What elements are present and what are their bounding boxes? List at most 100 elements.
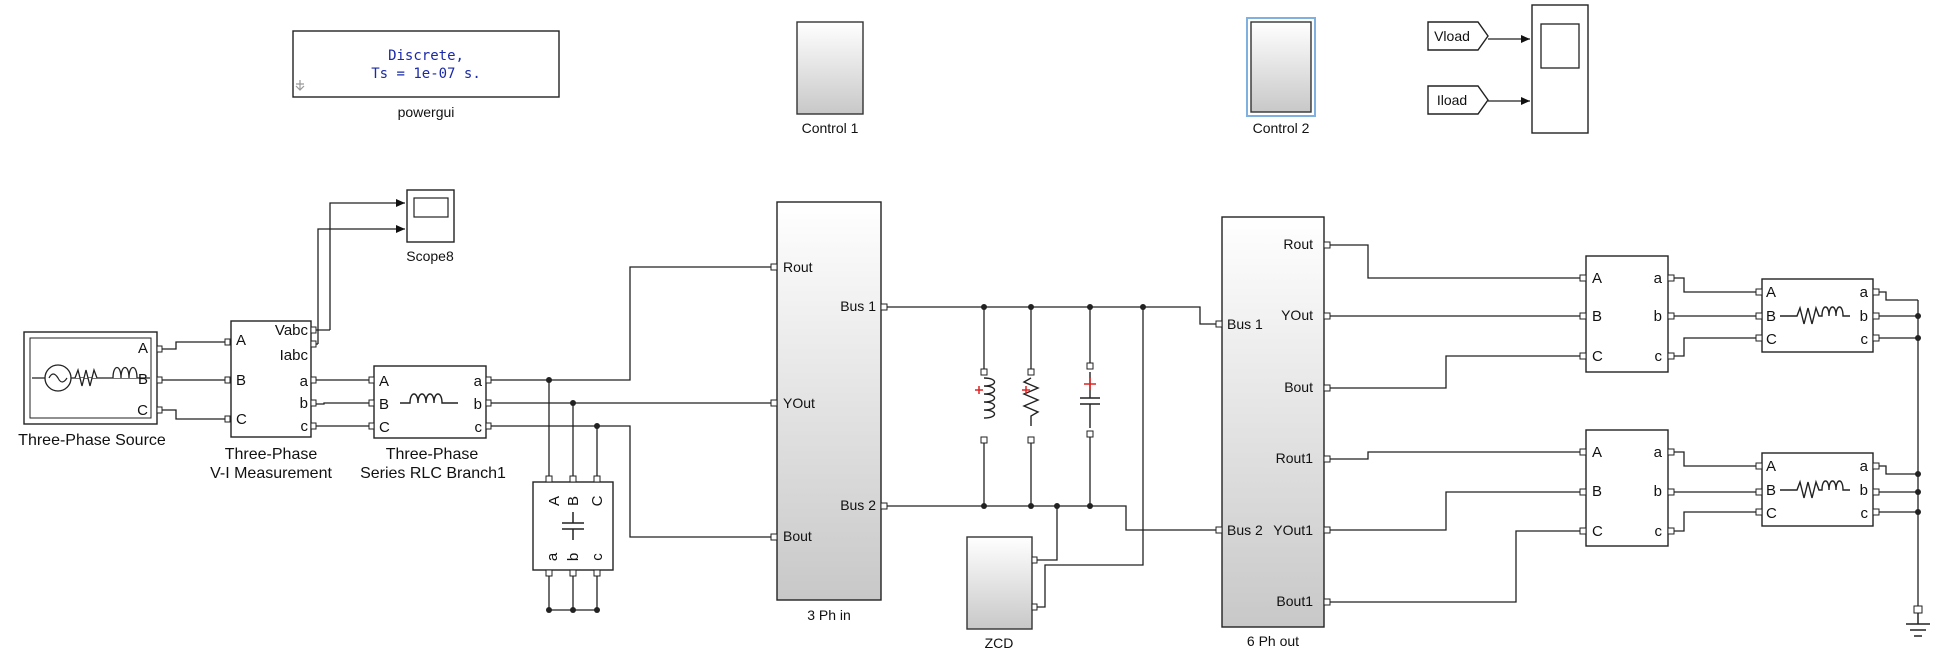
- control2-caption: Control 2: [1253, 120, 1310, 136]
- capacitor-bank-block[interactable]: A B C a b c: [532, 481, 614, 571]
- rl-load-upper[interactable]: A B C a b c: [1761, 278, 1874, 353]
- series-rlc-branch-block[interactable]: A B C a b c Three-Phase Series RLC Branc…: [360, 365, 506, 482]
- meas1-out-c-label: c: [1655, 348, 1663, 365]
- cap-top-a-label: A: [546, 496, 563, 506]
- three-phase-source-block[interactable]: A B C Three-Phase Source: [18, 331, 166, 449]
- powergui-block[interactable]: Discrete, Ts = 1e-07 s. powergui: [292, 30, 560, 120]
- vload-label: Vload: [1434, 28, 1470, 44]
- source-caption: Three-Phase Source: [18, 432, 166, 449]
- rlc-out-a-label: a: [474, 373, 483, 390]
- ph-in-rout-label: Rout: [783, 259, 813, 275]
- vi-measurement-block[interactable]: A B C Vabc Iabc a b c Three-Phase V-I Me…: [210, 320, 332, 482]
- meas2-out-b-label: b: [1654, 483, 1662, 500]
- meas2-out-a-label: a: [1654, 444, 1663, 461]
- goto-tag-iload[interactable]: Iload: [1427, 85, 1489, 115]
- control1-block[interactable]: Control 1: [796, 21, 864, 136]
- ph-out-bus2-label: Bus 2: [1227, 522, 1263, 538]
- load1-out-b-label: b: [1860, 308, 1868, 325]
- zcd-block[interactable]: ZCD: [966, 536, 1033, 651]
- ground-icon: [1906, 605, 1930, 637]
- load-scope-block[interactable]: [1531, 4, 1589, 134]
- scope8-block[interactable]: Scope8: [406, 189, 455, 264]
- powergui-mode-text: Discrete,: [388, 48, 464, 64]
- vi-out-c-label: c: [301, 418, 309, 435]
- cap-bottom-c-label: c: [589, 553, 606, 561]
- ph-in-bus2-label: Bus 2: [840, 497, 876, 513]
- rlc-in-b-label: B: [379, 396, 389, 413]
- meas1-in-c-label: C: [1592, 348, 1603, 365]
- cap-top-b-label: B: [565, 496, 582, 506]
- load2-out-a-label: a: [1860, 458, 1869, 475]
- three-ph-in-block[interactable]: Rout YOut Bout Bus 1 Bus 2 3 Ph in: [776, 201, 882, 623]
- six-ph-out-caption: 6 Ph out: [1247, 633, 1299, 649]
- down-arrow-icon: [295, 80, 305, 91]
- cap-top-c-label: C: [589, 495, 606, 506]
- capacitor-icon: [562, 512, 584, 540]
- load2-in-c-label: C: [1766, 505, 1777, 522]
- three-ph-in-caption: 3 Ph in: [807, 607, 851, 623]
- powergui-ts-text: Ts = 1e-07 s.: [371, 66, 481, 82]
- ph-out-rout-label: Rout: [1283, 236, 1313, 252]
- meas1-in-a-label: A: [1592, 270, 1602, 287]
- load1-in-a-label: A: [1766, 284, 1776, 301]
- scope8-caption: Scope8: [406, 248, 454, 264]
- resistor-branch[interactable]: [1022, 307, 1040, 506]
- rlc-in-a-label: A: [379, 373, 389, 390]
- iload-label: Iload: [1437, 92, 1467, 108]
- rlc-caption-line2: Series RLC Branch1: [360, 465, 506, 482]
- vi-out-b-label: b: [300, 395, 308, 412]
- vi-in-b-label: B: [236, 372, 246, 389]
- vi-in-c-label: C: [236, 411, 247, 428]
- inductor-icon: [112, 366, 138, 379]
- inductor-icon: [983, 377, 996, 419]
- source-port-b-label: B: [138, 371, 148, 388]
- ph-out-bout1-label: Bout1: [1276, 593, 1313, 609]
- rl-load-icon: [1780, 305, 1850, 325]
- vi-caption-line2: V-I Measurement: [210, 465, 332, 482]
- inductor-icon: [400, 393, 458, 404]
- ph-out-yout1-label: YOut1: [1273, 522, 1313, 538]
- six-ph-out-block[interactable]: Bus 1 Bus 2 Rout YOut Bout Rout1 YOut1 B…: [1221, 216, 1325, 649]
- vi-out-iabc-label: Iabc: [280, 347, 309, 364]
- load1-in-b-label: B: [1766, 308, 1776, 325]
- ph-out-bus1-label: Bus 1: [1227, 316, 1263, 332]
- control1-caption: Control 1: [802, 120, 859, 136]
- load1-out-a-label: a: [1860, 284, 1869, 301]
- load2-out-c-label: c: [1861, 505, 1869, 522]
- ph-out-yout-label: YOut: [1281, 307, 1313, 323]
- meas2-in-c-label: C: [1592, 523, 1603, 540]
- rlc-out-b-label: b: [474, 396, 482, 413]
- load1-out-c-label: c: [1861, 331, 1869, 348]
- meas1-out-a-label: a: [1654, 270, 1663, 287]
- capacitor-branch[interactable]: [1080, 307, 1100, 506]
- resistor-icon: [1022, 377, 1040, 426]
- zcd-caption: ZCD: [985, 635, 1014, 651]
- rlc-in-c-label: C: [379, 419, 390, 436]
- vi-out-a-label: a: [300, 373, 309, 390]
- scope-icon: [1540, 23, 1580, 69]
- vi-caption-line1: Three-Phase: [225, 446, 318, 463]
- ph-in-yout-label: YOut: [783, 395, 815, 411]
- vi-out-vabc-label: Vabc: [275, 322, 309, 339]
- vi-in-a-label: A: [236, 332, 246, 349]
- inductor-branch[interactable]: [975, 307, 996, 506]
- ph-in-bout-label: Bout: [783, 528, 812, 544]
- control2-block[interactable]: Control 2: [1246, 17, 1316, 136]
- load2-in-b-label: B: [1766, 482, 1776, 499]
- cap-bottom-b-label: b: [565, 553, 582, 561]
- meas2-in-a-label: A: [1592, 444, 1602, 461]
- meas1-in-b-label: B: [1592, 308, 1602, 325]
- goto-tag-vload[interactable]: Vload: [1427, 21, 1489, 51]
- rlc-out-c-label: c: [475, 419, 483, 436]
- measurement-block-lower[interactable]: A B C a b c: [1585, 429, 1669, 547]
- load2-in-a-label: A: [1766, 458, 1776, 475]
- rlc-caption-line1: Three-Phase: [386, 446, 479, 463]
- ph-in-bus1-label: Bus 1: [840, 298, 876, 314]
- source-port-a-label: A: [138, 340, 148, 357]
- source-port-c-label: C: [137, 402, 148, 419]
- rl-load-lower[interactable]: A B C a b c: [1761, 452, 1874, 527]
- measurement-block-upper[interactable]: A B C a b c: [1585, 255, 1669, 373]
- resistor-icon: [74, 367, 98, 387]
- rl-load-icon: [1780, 479, 1850, 499]
